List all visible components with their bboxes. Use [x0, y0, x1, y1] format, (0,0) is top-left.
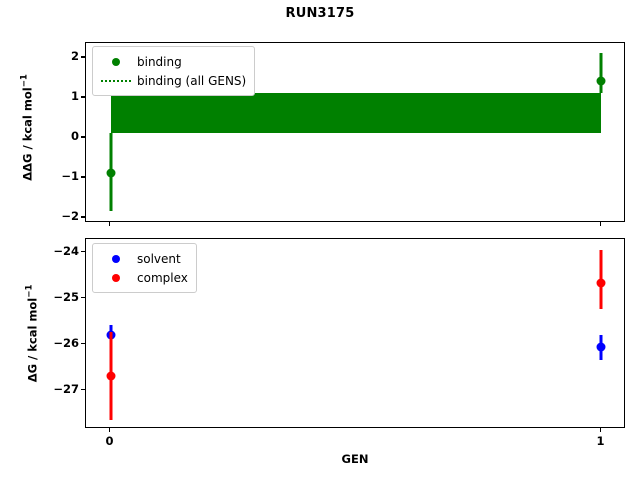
bottom-panel-ylabel: ΔG / kcal mol−1	[25, 253, 40, 413]
y-tick-label: 0	[70, 129, 79, 143]
legend-label-complex: complex	[137, 270, 188, 285]
datapoint-binding[interactable]	[106, 168, 116, 178]
legend-label-binding: binding	[137, 54, 182, 69]
y-tick-label: −1	[61, 169, 79, 183]
y-tick-label: −2	[61, 209, 79, 223]
datapoint-complex[interactable]	[106, 371, 116, 381]
y-tick-label: −27	[53, 381, 79, 396]
bottom-ylabel-text: ΔG / kcal mol	[25, 297, 40, 383]
datapoint-solvent[interactable]	[596, 342, 606, 352]
top-plot-area	[86, 43, 624, 221]
legend-label-solvent: solvent	[137, 251, 181, 266]
binding-all-gens-line-icon	[99, 79, 133, 82]
y-tick-label: 1	[70, 89, 79, 103]
y-tick-label: 2	[70, 49, 79, 63]
x-tick-mark	[108, 222, 111, 226]
legend-label-binding-all-gens: binding (all GENS)	[137, 73, 247, 88]
datapoint-binding[interactable]	[596, 76, 606, 86]
y-tick-label: −26	[53, 335, 79, 350]
bottom-panel-legend[interactable]: solvent complex	[92, 243, 197, 293]
top-ylabel-text: ΔΔG / kcal mol	[20, 87, 35, 181]
errorbar-binding	[599, 53, 603, 93]
legend-item-complex[interactable]: complex	[99, 268, 188, 287]
x-tick-mark	[599, 428, 602, 432]
top-panel-legend[interactable]: binding binding (all GENS)	[92, 46, 256, 96]
x-tick-label: 1	[596, 434, 605, 448]
legend-item-solvent[interactable]: solvent	[99, 249, 188, 268]
legend-item-binding-all-gens[interactable]: binding (all GENS)	[99, 71, 246, 90]
datapoint-complex[interactable]	[596, 278, 606, 288]
page-title: RUN3175	[285, 6, 355, 21]
bottom-plot-area	[86, 239, 624, 427]
bottom-ylabel-exponent: −1	[24, 284, 35, 298]
x-tick-mark	[108, 428, 111, 432]
legend-item-binding[interactable]: binding	[99, 52, 246, 71]
top-panel-ylabel: ΔΔG / kcal mol−1	[20, 47, 35, 207]
solvent-marker-icon	[99, 254, 133, 263]
y-tick-label: −25	[53, 289, 79, 304]
binding-all-gens-band	[110, 93, 602, 133]
x-axis-label: GEN	[341, 452, 369, 466]
complex-marker-icon	[99, 273, 133, 282]
x-tick-label: 0	[105, 434, 114, 448]
x-tick-mark	[599, 222, 602, 226]
top-ylabel-exponent: −1	[19, 74, 30, 88]
y-tick-label: −24	[53, 243, 79, 258]
binding-marker-icon	[99, 57, 133, 66]
